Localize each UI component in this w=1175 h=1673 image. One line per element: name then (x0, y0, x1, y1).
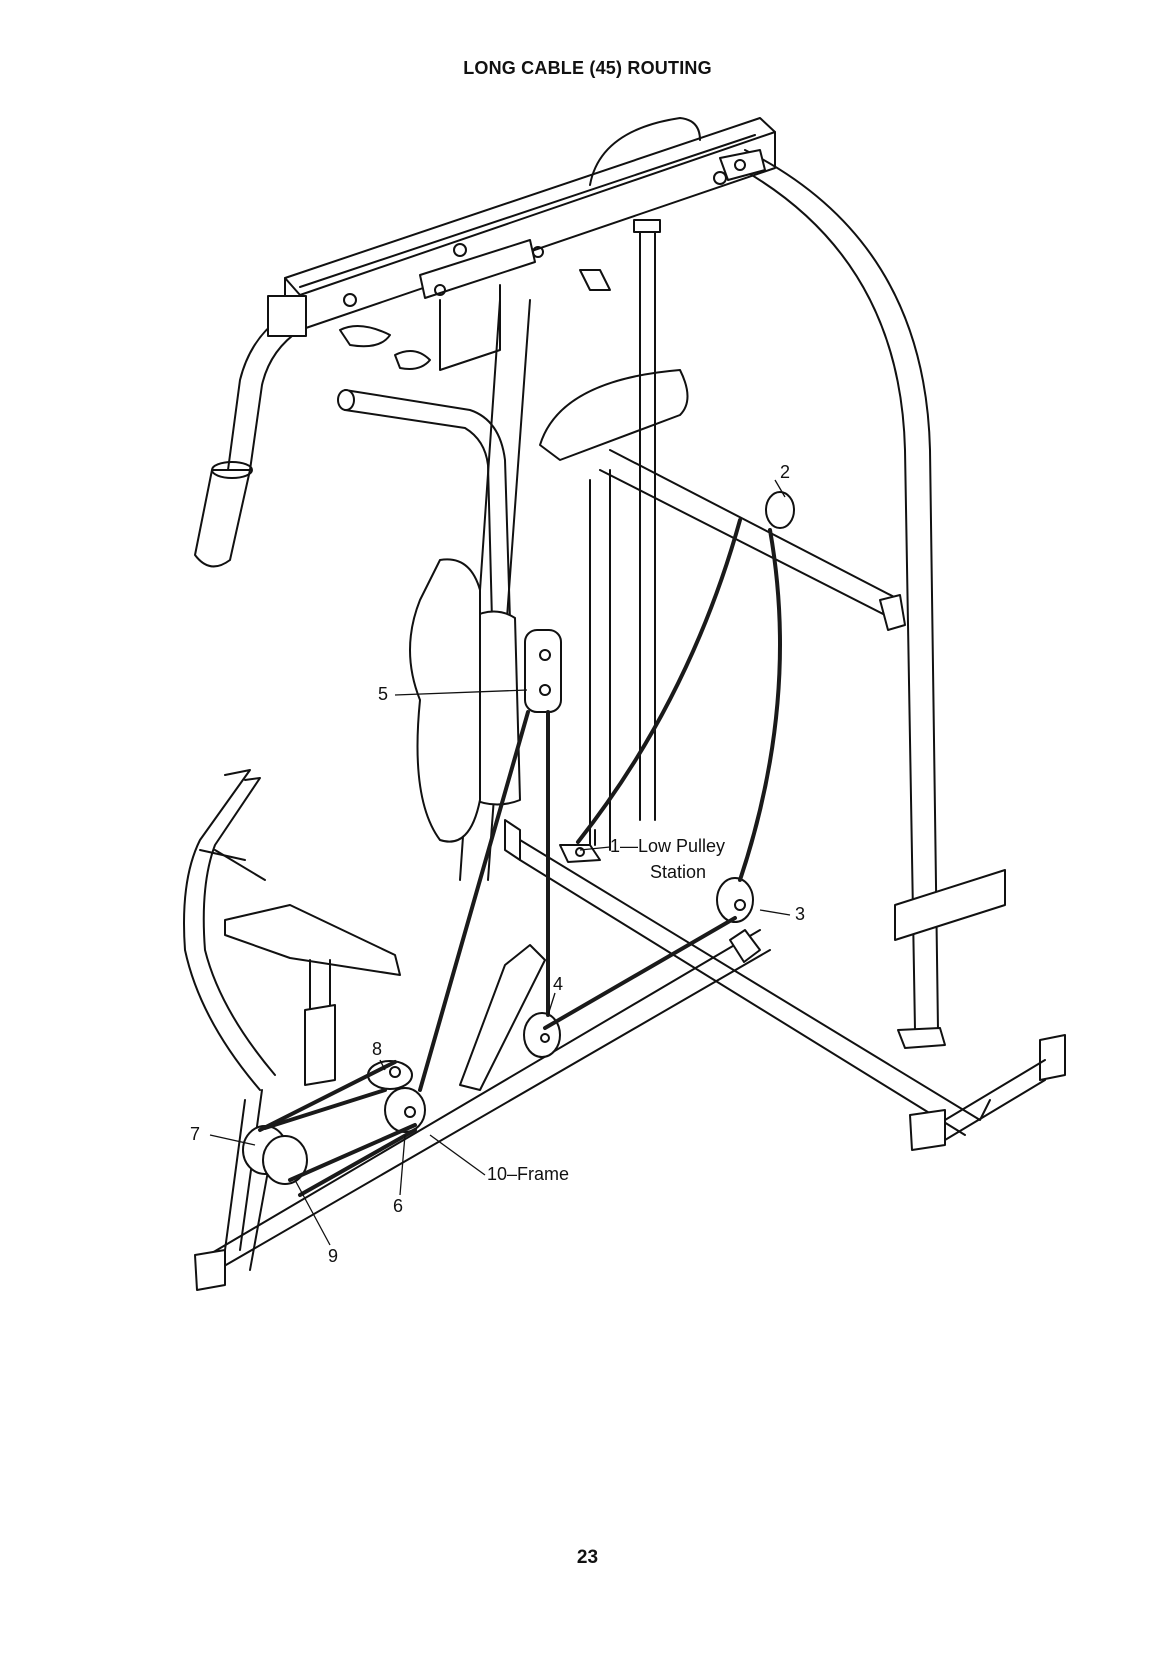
label-3: 3 (795, 904, 805, 924)
label-6: 6 (393, 1196, 403, 1216)
label-8: 8 (372, 1039, 382, 1059)
page-number: 23 (0, 1547, 1175, 1569)
label-9: 9 (328, 1246, 338, 1266)
label-4: 4 (553, 974, 563, 994)
pulley-4 (524, 1013, 560, 1057)
pulley-6 (385, 1088, 425, 1132)
low-pulley-station-bracket (560, 830, 600, 862)
label-5: 5 (378, 684, 388, 704)
label-7: 7 (190, 1124, 200, 1144)
label-10-frame: 10–Frame (487, 1164, 569, 1184)
label-station: Station (650, 862, 706, 882)
label-2: 2 (780, 462, 790, 482)
back-pad (410, 559, 480, 841)
pulley-5 (525, 630, 561, 712)
label-low-pulley: 1—Low Pulley (610, 836, 725, 856)
left-handle-arm (195, 296, 306, 566)
upper-cross-bar (600, 450, 905, 630)
back-seat (540, 370, 688, 460)
low-pulley-rod (634, 220, 660, 820)
top-beam (285, 118, 775, 330)
pulley-3 (717, 878, 760, 962)
seat-support (590, 470, 610, 850)
